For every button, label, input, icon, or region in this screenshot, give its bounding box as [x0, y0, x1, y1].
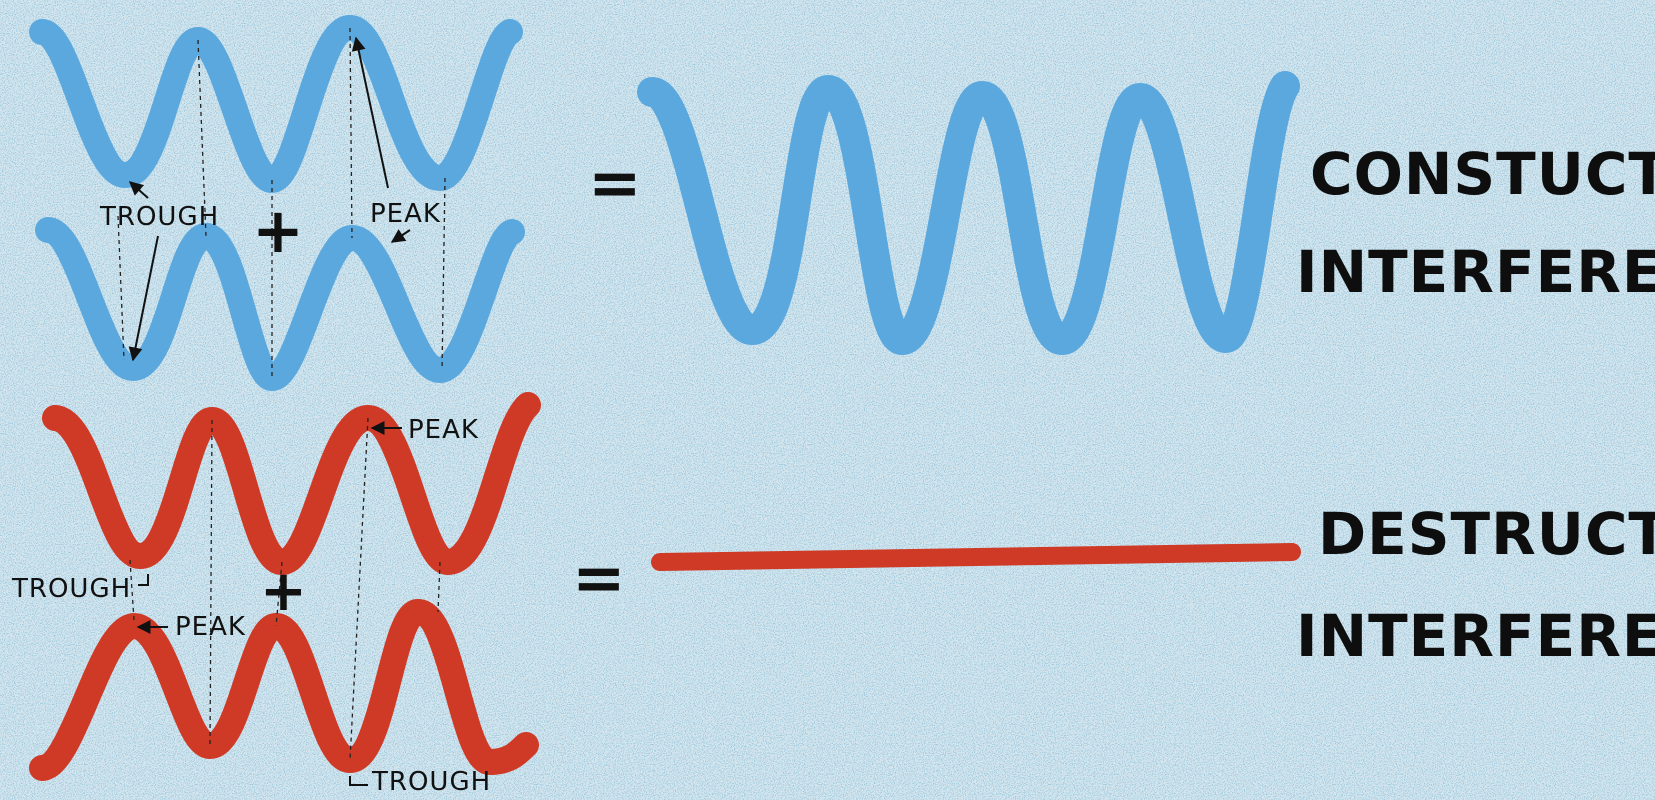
destructive-alignment-lines — [129, 417, 441, 761]
destructive-plus: + — [260, 559, 307, 624]
red-annotation-arrows — [136, 421, 402, 786]
red-peak-label-bottom: PEAK — [175, 612, 246, 642]
red-trough-label-bottom: TROUGH — [371, 767, 491, 797]
constructive-alignment-lines — [117, 27, 446, 378]
constructive-plus: + — [252, 194, 304, 267]
constructive-equals: = — [588, 147, 642, 221]
blue-annotation-arrows — [128, 36, 411, 362]
blue-peak-label: PEAK — [370, 199, 441, 229]
destructive-title-line1: DESTRUCTIVE — [1318, 500, 1655, 568]
red-trough-label-left: TROUGH — [11, 574, 131, 604]
destructive-result-line — [651, 543, 1301, 571]
red-wave-bottom — [29, 599, 539, 781]
destructive-title-line2: INTERFERENCE — [1296, 602, 1655, 670]
red-peak-label-top: PEAK — [408, 415, 479, 445]
destructive-equals: = — [572, 542, 626, 616]
blue-trough-label: TROUGH — [99, 202, 219, 232]
blue-wave-bottom — [35, 217, 525, 391]
constructive-result-wave — [637, 71, 1300, 355]
constructive-title-line1: CONSTUCTIVE — [1310, 140, 1655, 208]
constructive-title-line2: INTERFERENCE — [1296, 238, 1655, 306]
